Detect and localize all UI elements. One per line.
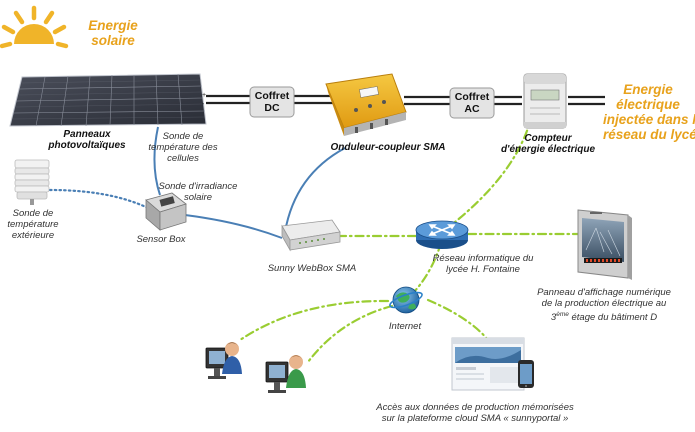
inverter-icon: [325, 73, 407, 136]
user-computer-icon-2: [265, 355, 306, 393]
webbox-icon: [281, 219, 341, 252]
onduleur-label: Onduleur-coupleur SMA: [330, 142, 446, 153]
sensor-box-label: Sensor Box: [136, 234, 186, 245]
globe-icon: [389, 286, 423, 314]
sensor-cables: [153, 126, 346, 239]
router-icon: [415, 220, 469, 249]
internet-label: Internet: [388, 321, 422, 332]
coffret-ac-box: [449, 87, 495, 119]
sensor-box-icon: [145, 192, 187, 231]
solar-panels-icon: [9, 73, 207, 127]
temperature-sensor-icon: [14, 159, 50, 205]
user-computer-icon-1: [205, 342, 242, 379]
coffret-dc-box: [249, 86, 295, 118]
plus-sign: +: [202, 92, 206, 99]
network-links: [238, 126, 582, 364]
ac-cables: [404, 95, 605, 106]
minus-sign: -: [202, 101, 205, 108]
ext-temp-link: [48, 188, 150, 210]
panneau-affichage-label: Panneau d'affichage numérique de la prod…: [537, 287, 671, 324]
display-panel-icon: [577, 209, 632, 280]
sun-icon: [0, 5, 69, 49]
energy-meter-icon: [523, 73, 567, 129]
acces-label: Accès aux données de production mémorisé…: [376, 402, 574, 424]
webbox-label: Sunny WebBox SMA: [267, 263, 357, 274]
sunnyportal-screenshot-icon: [451, 337, 534, 391]
dc-cables: [206, 94, 335, 105]
